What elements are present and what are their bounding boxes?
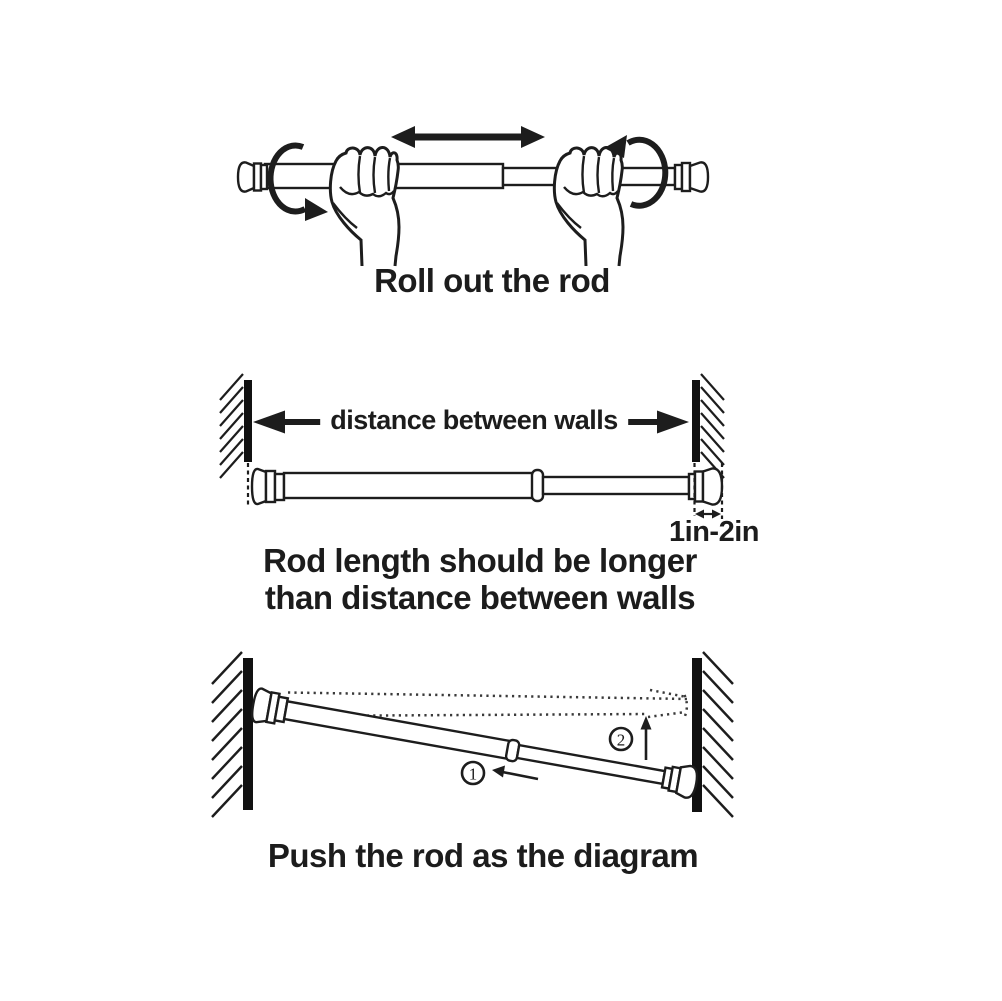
tension-rod-2 xyxy=(250,467,724,506)
rotate-arrow-right-icon xyxy=(604,135,669,209)
left-hand xyxy=(328,146,401,267)
svg-text:1: 1 xyxy=(469,765,478,784)
gap-label: 1in-2in xyxy=(669,516,759,548)
distance-label: distance between walls xyxy=(320,407,628,434)
step2-caption: Rod length should be longer than distanc… xyxy=(263,542,697,616)
extension-arrow-icon xyxy=(391,126,545,148)
step1-diagram xyxy=(236,126,710,267)
tilted-rod xyxy=(251,687,699,799)
right-wall-3 xyxy=(692,651,734,818)
tension-rod xyxy=(236,161,710,193)
step3-diagram: 1 2 xyxy=(211,651,734,818)
overlap-measure xyxy=(246,463,724,519)
step2-caption-line1: Rod length should be longer xyxy=(263,542,697,579)
step2-diagram xyxy=(219,373,725,519)
right-wall xyxy=(692,373,725,479)
step3-caption: Push the rod as the diagram xyxy=(267,837,699,874)
step-marker-2: 2 xyxy=(608,716,652,760)
left-wall-3 xyxy=(211,651,253,818)
step2-caption-line2: than distance between walls xyxy=(264,579,696,616)
left-wall xyxy=(219,373,252,479)
step1-caption: Roll out the rod xyxy=(374,262,610,299)
step-marker-1: 1 xyxy=(460,760,539,786)
svg-text:2: 2 xyxy=(617,731,626,750)
rotate-arrow-left-icon xyxy=(267,142,328,221)
right-hand xyxy=(552,146,625,267)
